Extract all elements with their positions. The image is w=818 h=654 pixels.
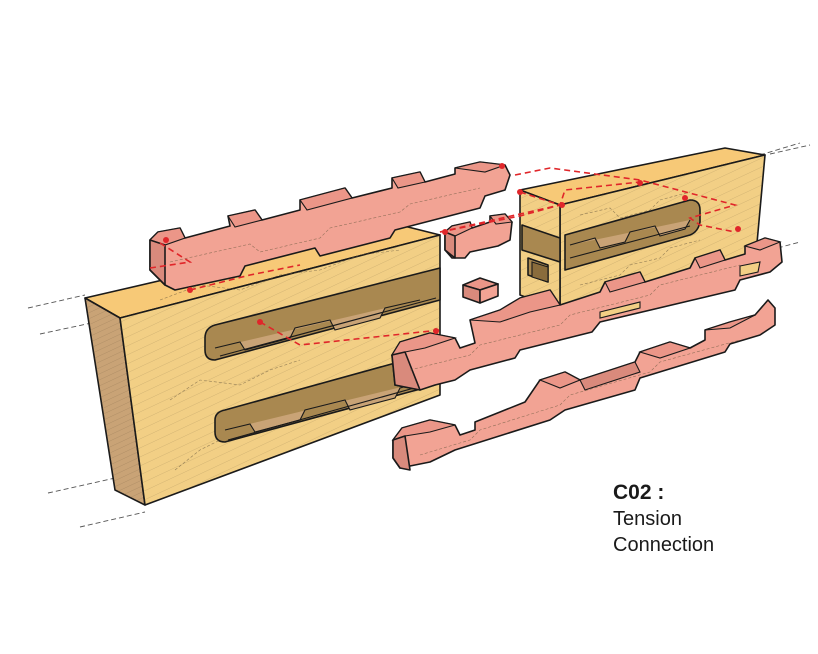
- marker-point: [499, 163, 505, 169]
- marker-point: [257, 319, 263, 325]
- small-key-block: [462, 277, 499, 304]
- upper-long-connector: [148, 161, 511, 291]
- guide-line: [27, 294, 86, 309]
- left-timber-beam: [84, 224, 441, 506]
- upper-short-connector: [443, 213, 514, 259]
- middle-connector: [390, 237, 783, 391]
- lower-connector: [391, 299, 776, 471]
- guide-lines: [27, 142, 811, 528]
- right-timber-beam: [519, 147, 766, 311]
- guide-line: [769, 241, 801, 251]
- marker-point: [442, 229, 448, 235]
- marker-point: [682, 195, 688, 201]
- marker-point: [187, 287, 193, 293]
- caption-line-1: Tension: [613, 508, 682, 530]
- caption-line-2: Connection: [613, 534, 715, 556]
- marker-point: [433, 328, 439, 334]
- marker-point: [163, 237, 169, 243]
- guide-line: [759, 142, 801, 156]
- marker-point: [559, 202, 565, 208]
- guide-line: [39, 317, 116, 335]
- marker-point: [517, 189, 523, 195]
- guide-line: [79, 511, 146, 528]
- caption: C02 : Tension Connection: [613, 480, 714, 558]
- marker-point: [735, 226, 741, 232]
- assembly-path: [149, 163, 741, 346]
- caption-code: C02 :: [613, 481, 665, 504]
- guide-line: [769, 144, 811, 155]
- marker-point: [637, 180, 643, 186]
- guide-line: [47, 477, 116, 494]
